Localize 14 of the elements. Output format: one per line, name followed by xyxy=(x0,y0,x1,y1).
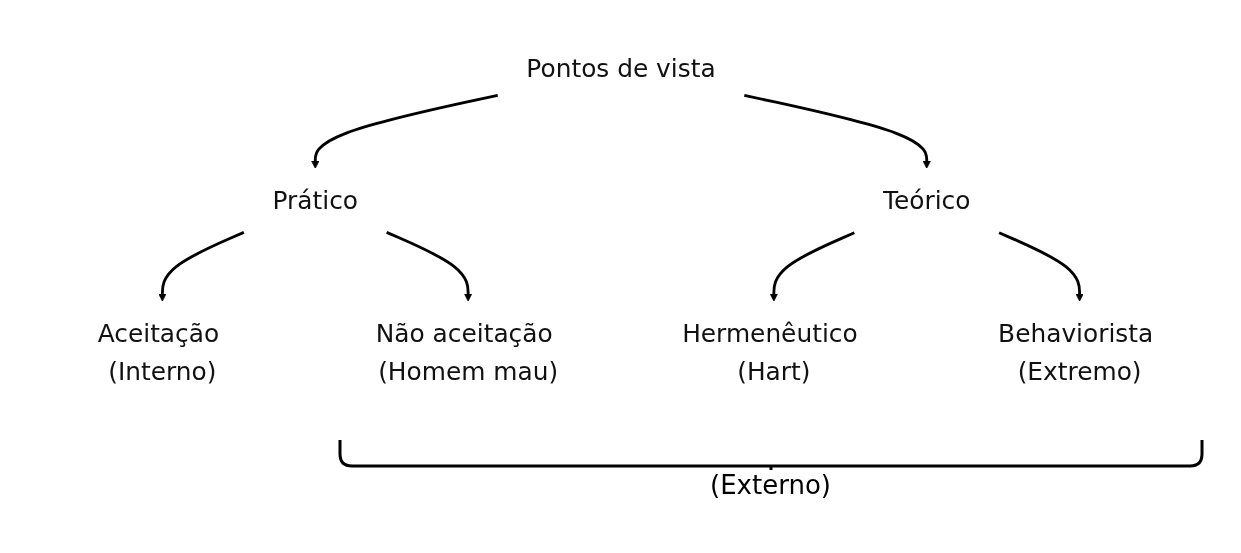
node-text: Não aceitação (Homem mau) xyxy=(375,319,558,386)
arrow xyxy=(998,231,1084,302)
node-text: Hermenêutico (Hart) xyxy=(681,319,858,386)
arrow xyxy=(310,93,498,169)
node-text: Pontos de vista xyxy=(525,53,716,83)
arrow xyxy=(743,93,931,169)
arrow xyxy=(769,231,855,302)
arrow xyxy=(157,231,244,302)
node-text: Teórico xyxy=(882,186,970,216)
node-text: Aceitação (Interno) xyxy=(97,319,219,386)
node-text: Prático xyxy=(272,186,358,216)
arrow xyxy=(385,231,472,302)
node-text: Behaviorista (Extremo) xyxy=(997,319,1153,386)
group-label: (Externo) xyxy=(710,470,831,500)
